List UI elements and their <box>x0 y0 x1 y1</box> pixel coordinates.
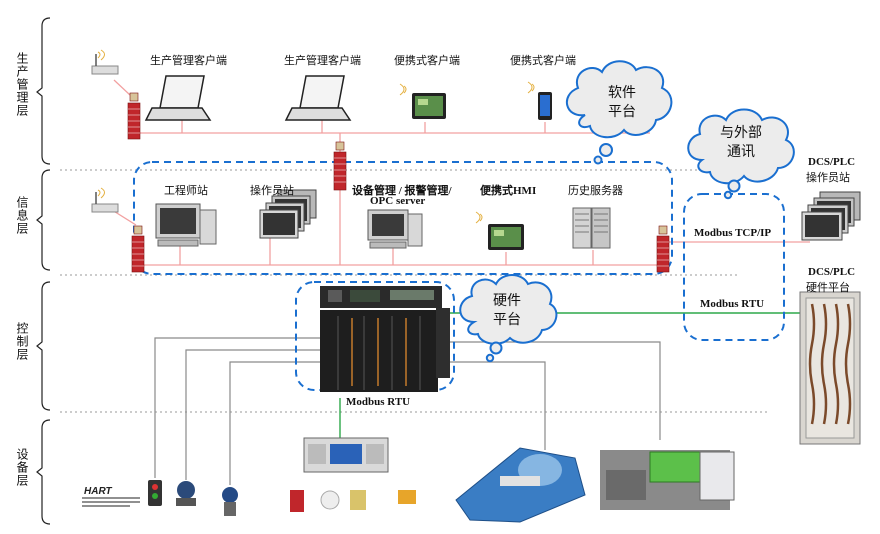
flow-transmitter <box>222 487 238 516</box>
layer-label-information: 信息层 <box>15 196 29 235</box>
cloud-hardware <box>459 274 558 363</box>
firewall-info-left <box>131 225 145 273</box>
label-prod-client-1: 生产管理客户端 <box>150 54 227 67</box>
controller-cabinet <box>320 286 450 392</box>
label-modbus-rtu-right: Modbus RTU <box>700 298 765 310</box>
cloud-external <box>687 108 795 200</box>
layer-label-production: 生产管理层 <box>15 52 29 117</box>
turbine-compressor <box>455 447 586 523</box>
signal-indicator <box>148 480 162 506</box>
hart-bar <box>82 497 140 507</box>
label-operator-station: 操作员站 <box>250 184 294 197</box>
laptop-1 <box>144 75 212 121</box>
label-portable-hmi: 便携式HMI <box>480 185 537 197</box>
dcs-hardware-cabinet <box>799 291 861 445</box>
router-info <box>91 187 119 213</box>
layer-brackets <box>36 17 51 525</box>
cloud-software <box>566 60 673 165</box>
dashed-boxes <box>133 161 785 391</box>
process-skid <box>600 450 735 510</box>
laptop-2 <box>284 75 352 121</box>
firewall-info-right <box>656 225 670 273</box>
pressure-transmitter <box>176 481 196 506</box>
engineer-workstation <box>155 203 217 247</box>
cloud-software-label: 软件平台 <box>608 85 636 120</box>
router-top <box>91 49 119 75</box>
gas-detectors <box>290 490 416 512</box>
label-portable-client-2: 便携式客户端 <box>510 54 576 67</box>
portable-phone <box>527 81 552 120</box>
label-dcs-hardware-1: DCS/PLC <box>808 266 856 278</box>
operator-workstations <box>259 189 317 239</box>
layer-label-control: 控制层 <box>15 322 29 361</box>
firewall-mid <box>333 141 347 191</box>
analyzer-panel <box>303 437 389 473</box>
label-engineer-station: 工程师站 <box>164 184 208 197</box>
cloud-hardware-label: 硬件平台 <box>493 293 521 328</box>
label-equip-mgmt-2: OPC server <box>370 195 426 207</box>
info-network <box>111 190 810 266</box>
label-prod-client-2: 生产管理客户端 <box>284 54 361 67</box>
label-history-server: 历史服务器 <box>568 184 623 197</box>
label-equip-mgmt-1: 设备管理 / 报警管理/ <box>352 185 452 197</box>
portable-tablet <box>399 83 446 119</box>
portable-hmi <box>475 211 524 250</box>
dcs-operator-workstations <box>801 191 861 241</box>
history-server-rack <box>572 207 611 249</box>
label-dcs-operator-2: 操作员站 <box>806 171 850 184</box>
layer-label-device: 设备层 <box>15 448 29 487</box>
label-dcs-operator-1: DCS/PLC <box>808 156 856 168</box>
label-dcs-hardware-2: 硬件平台 <box>806 281 850 294</box>
label-modbus-rtu-bottom: Modbus RTU <box>346 396 411 408</box>
cloud-external-label: 与外部通讯 <box>720 125 762 160</box>
label-modbus-tcp: Modbus TCP/IP <box>694 227 772 239</box>
label-portable-client-1: 便携式客户端 <box>394 54 460 67</box>
equipment-server-pc <box>367 209 423 249</box>
firewall-top <box>127 92 141 140</box>
hart-logo: HART <box>84 486 112 497</box>
